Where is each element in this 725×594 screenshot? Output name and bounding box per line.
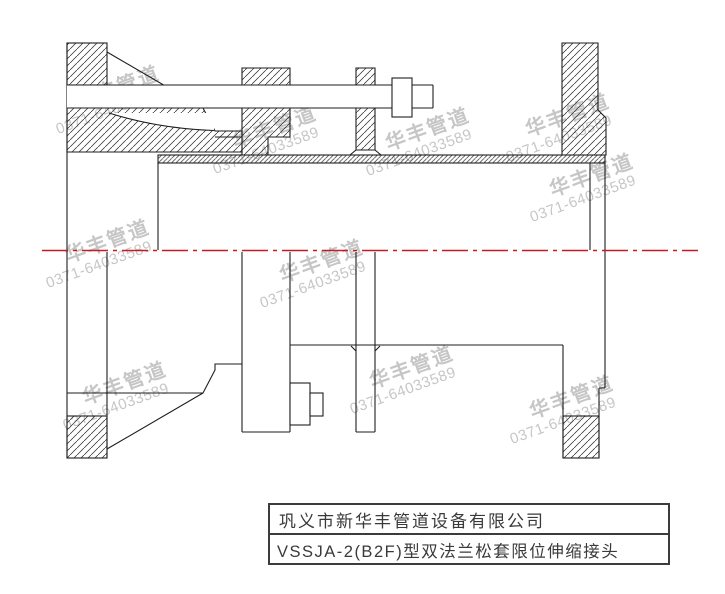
exterior-bottom-half <box>66 252 605 459</box>
bell-cone-line-b <box>106 392 204 450</box>
gland-bolt-nut <box>289 382 311 426</box>
gland-flange-lower <box>241 107 291 156</box>
gland-bolt-stub <box>309 392 324 417</box>
bell-cavity <box>109 113 214 131</box>
limit-plate-b <box>355 252 376 433</box>
bell-profile-b <box>107 363 242 394</box>
product-model: VSSJA-2(B2F)型双法兰松套限位伸缩接头 <box>277 543 620 561</box>
gland-flange-upper <box>241 67 291 86</box>
bell-taper-line <box>108 112 215 132</box>
left-flange-section-b <box>66 415 108 459</box>
section-top-half <box>66 42 607 458</box>
tie-rod-nut <box>391 77 413 118</box>
limit-plate-lower <box>355 107 376 151</box>
title-block: 巩义市新华丰管道设备有限公司 VSSJA-2(B2F)型双法兰松套限位伸缩接头 <box>268 503 670 565</box>
right-flange-section <box>561 42 607 156</box>
gland-flange-b <box>241 252 291 433</box>
inner-pipe-wall <box>157 154 606 164</box>
tie-rod-body <box>67 85 433 108</box>
left-flange-section <box>66 42 108 86</box>
limit-plate-upper <box>355 67 376 86</box>
company-name: 巩义市新华丰管道设备有限公司 <box>270 505 668 535</box>
right-flange-section-b <box>562 415 600 459</box>
limit-plate-weld-b <box>350 345 381 352</box>
limit-plate-weld <box>349 149 382 156</box>
